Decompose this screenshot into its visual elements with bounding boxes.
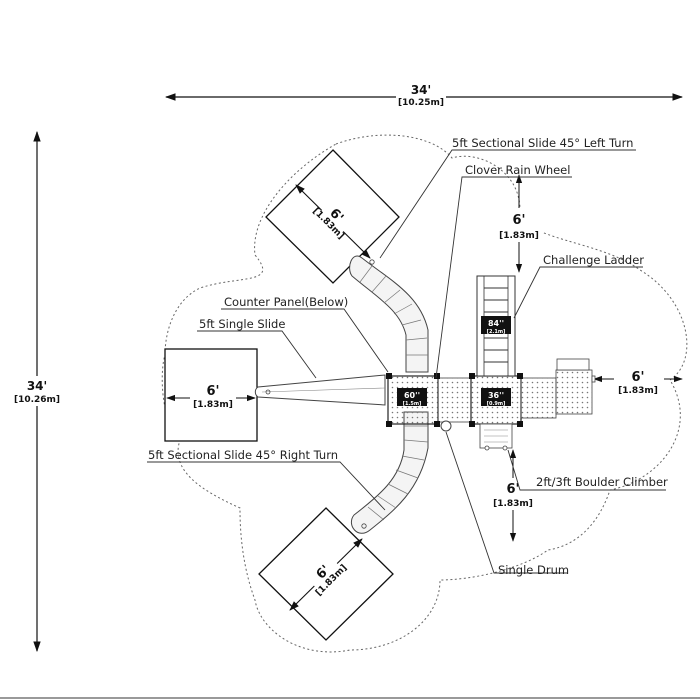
right-turn-tube-slide	[350, 411, 429, 534]
zone-top-m: [1.83m]	[499, 231, 539, 241]
label-rain-wheel: Clover Rain Wheel	[465, 163, 570, 177]
leader-lines	[147, 149, 666, 574]
deck-structure: 60'' [1.5m] 36'' [0.9m]	[386, 358, 596, 427]
use-zone-top-dimension: 6' [1.83m]	[498, 174, 542, 273]
height-m-text: [10.26m]	[14, 395, 60, 405]
label-single-slide: 5ft Single Slide	[199, 317, 285, 331]
deck-60-size: 60''	[404, 391, 420, 400]
label-challenge-ladder: Challenge Ladder	[543, 253, 644, 267]
safety-zone-outline	[161, 134, 688, 653]
single-drum	[440, 420, 452, 432]
zone-left-m: [1.83m]	[193, 400, 233, 410]
overall-height-dimension: 34' [10.26m]	[12, 130, 62, 653]
zone-right-ft: 6'	[631, 370, 644, 385]
ladder-height-metric: [2.1m]	[487, 329, 506, 335]
overall-width-dimension: 34' [10.25m]	[164, 82, 684, 108]
deck-60-metric: [1.5m]	[403, 401, 422, 407]
deck-36-metric: [0.9m]	[487, 401, 506, 407]
left-turn-tube-slide	[349, 255, 429, 373]
label-slide-left-turn: 5ft Sectional Slide 45° Left Turn	[452, 136, 633, 150]
zone-bottom-m: [1.83m]	[493, 499, 533, 509]
use-zone-top-left: 6' [1.83m]	[265, 149, 400, 284]
zone-top-ft: 6'	[512, 213, 525, 228]
height-ft-text: 34'	[27, 379, 47, 393]
width-ft-text: 34'	[411, 83, 431, 97]
label-boulder-climber: 2ft/3ft Boulder Climber	[536, 475, 668, 489]
use-zone-bottom-dimension: 6' [1.83m]	[492, 449, 536, 542]
ladder-height: 84''	[488, 319, 504, 328]
use-zone-bottom-left: 6' [1.83m]	[258, 507, 394, 641]
challenge-ladder: 84'' [2.1m]	[476, 275, 516, 377]
use-zone-right-dimension: 6' [1.83m]	[593, 366, 683, 396]
label-slide-right-turn: 5ft Sectional Slide 45° Right Turn	[148, 448, 338, 462]
single-slide	[254, 374, 386, 406]
width-m-text: [10.25m]	[398, 98, 444, 108]
use-zone-left: 6' [1.83m]	[164, 348, 258, 442]
label-single-drum: Single Drum	[498, 563, 569, 577]
zone-bottom-ft: 6'	[506, 482, 519, 497]
zone-right-m: [1.83m]	[618, 386, 658, 396]
boulder-climber	[479, 423, 513, 451]
label-counter-panel: Counter Panel(Below)	[224, 295, 348, 309]
zone-left-ft: 6'	[206, 384, 219, 399]
deck-36-size: 36''	[488, 391, 504, 400]
